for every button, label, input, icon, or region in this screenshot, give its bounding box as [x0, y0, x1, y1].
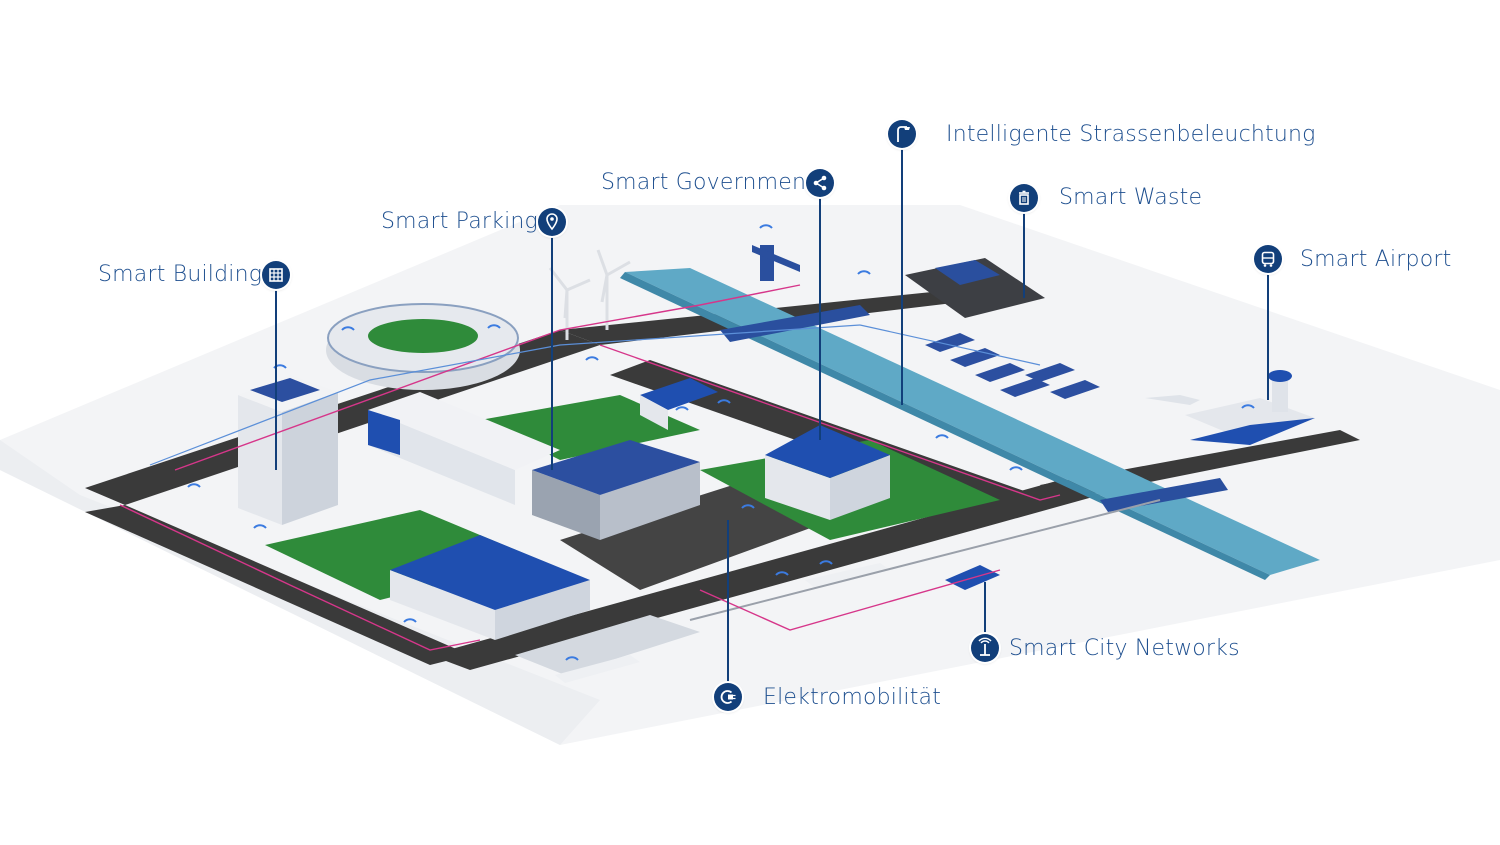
hotspot-elektromobilitaet[interactable]	[714, 683, 742, 711]
office-roof	[368, 392, 560, 470]
bus-icon	[1261, 251, 1275, 267]
government-roof	[765, 425, 890, 478]
label-smart-building[interactable]: Smart Building	[98, 262, 263, 287]
road-bottom	[430, 480, 1100, 670]
train-station-roof	[515, 615, 700, 675]
airplane	[1145, 395, 1200, 405]
train	[555, 655, 640, 683]
callout-lines	[275, 148, 1269, 684]
label-smart-parking[interactable]: Smart Parking	[381, 209, 538, 234]
garage-roof-solar	[532, 440, 700, 495]
harbour-crane	[752, 245, 800, 281]
train-upper	[805, 563, 890, 588]
share-icon	[813, 175, 827, 191]
data-lines	[149, 324, 1041, 466]
bridge-lower	[1100, 478, 1228, 512]
location-pin-icon	[546, 213, 558, 231]
tower-front	[238, 395, 282, 525]
stadium-pitch	[368, 319, 478, 353]
bridge-upper	[720, 305, 870, 342]
office-front	[368, 410, 515, 505]
hotspot-smart-government[interactable]	[806, 169, 834, 197]
control-tower-cab	[1268, 370, 1292, 382]
wind-turbines	[548, 249, 631, 340]
street-lamp-icon	[897, 126, 910, 142]
ev-plug-icon	[720, 690, 736, 704]
hotspot-smart-building[interactable]	[262, 261, 290, 289]
trash-bin-icon	[1019, 190, 1029, 205]
tower-side	[282, 392, 338, 525]
office-blue-facade	[368, 410, 400, 455]
garage-front	[532, 470, 600, 540]
waste-containers	[935, 260, 1000, 285]
school-front	[390, 570, 495, 640]
building-grid-icon	[269, 268, 283, 282]
solar-field	[925, 333, 1100, 399]
garage-side	[600, 462, 700, 540]
road-bottom-left	[85, 505, 470, 665]
hotspot-smart-parking[interactable]	[538, 208, 566, 236]
house-front	[640, 395, 668, 430]
label-elektromobilitaet[interactable]: Elektromobilität	[763, 685, 942, 710]
label-smart-government[interactable]: Smart Government	[601, 170, 815, 195]
label-street-lighting[interactable]: Intelligente Strassenbeleuchtung	[946, 122, 1316, 147]
hotspot-smart-waste[interactable]	[1010, 184, 1038, 212]
label-smart-city-networks[interactable]: Smart City Networks	[1009, 636, 1240, 661]
network-tower-icon	[978, 637, 992, 656]
school-roof	[390, 535, 590, 610]
tower-solar	[250, 378, 320, 402]
government-front	[765, 455, 830, 520]
label-smart-waste[interactable]: Smart Waste	[1059, 185, 1203, 210]
label-smart-airport[interactable]: Smart Airport	[1300, 247, 1452, 272]
railway-track	[689, 499, 1161, 621]
airport-roof	[1190, 418, 1315, 445]
hotspot-street-lighting[interactable]	[888, 120, 916, 148]
hotspot-smart-airport[interactable]	[1254, 245, 1282, 273]
network-cables	[119, 284, 1061, 651]
government-side	[830, 455, 890, 520]
wifi-signals	[187, 224, 1255, 661]
house-roof	[640, 378, 718, 410]
park-grass	[265, 510, 540, 600]
school-side	[495, 580, 590, 640]
waste-facility	[905, 258, 1045, 318]
control-tower	[1272, 372, 1288, 412]
hotspot-smart-city-networks[interactable]	[971, 634, 999, 662]
